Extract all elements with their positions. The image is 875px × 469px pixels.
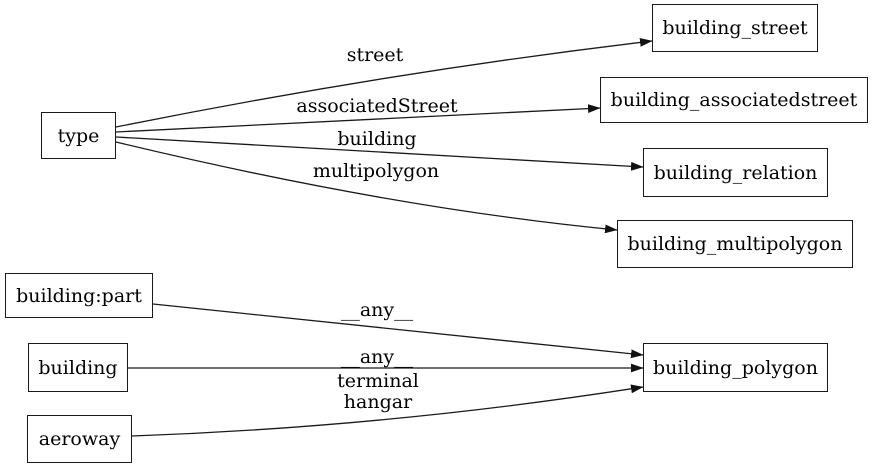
edge-label-street: street	[346, 44, 404, 66]
node-building-multipolygon: building_multipolygon	[617, 220, 853, 268]
node-building-part-label: building:part	[16, 284, 142, 307]
node-building: building	[28, 343, 128, 392]
node-type: type	[41, 112, 116, 159]
node-building-street-label: building_street	[662, 17, 808, 39]
edge-label-any-building: __any__	[340, 346, 414, 368]
edge-label-terminal: terminal	[337, 370, 419, 392]
edge-type-building_street	[115, 38, 653, 128]
node-building-part: building:part	[5, 273, 153, 318]
node-type-label: type	[57, 124, 100, 147]
edge-type-building_associatedstreet	[115, 104, 601, 133]
edge-aeroway-building_polygon	[131, 384, 644, 437]
edge-buildingpart-building_polygon	[152, 303, 644, 359]
node-building-polygon-label: building_polygon	[653, 356, 818, 379]
edge-type-building_multipolygon	[115, 141, 618, 234]
edge-label-hangar: hangar	[343, 391, 413, 413]
node-building-associatedstreet: building_associatedstreet	[600, 77, 868, 123]
edge-label-building: building	[337, 128, 417, 150]
edge-label-any-buildingpart: __any__	[340, 299, 414, 321]
node-building-label: building	[38, 356, 118, 379]
edge-label-multipolygon: multipolygon	[312, 160, 440, 182]
edge-type-building_relation	[115, 136, 644, 171]
node-building-multipolygon-label: building_multipolygon	[627, 233, 843, 255]
node-building-relation-label: building_relation	[653, 161, 818, 184]
node-building-polygon: building_polygon	[643, 343, 828, 392]
node-aeroway: aeroway	[27, 415, 132, 463]
node-building-associatedstreet-label: building_associatedstreet	[610, 89, 858, 111]
node-building-street: building_street	[652, 4, 818, 52]
node-building-relation: building_relation	[643, 148, 828, 197]
edge-label-terminal-hangar: terminal hangar	[337, 371, 419, 413]
edge-label-associatedstreet: associatedStreet	[296, 95, 458, 117]
node-aeroway-label: aeroway	[38, 428, 121, 450]
